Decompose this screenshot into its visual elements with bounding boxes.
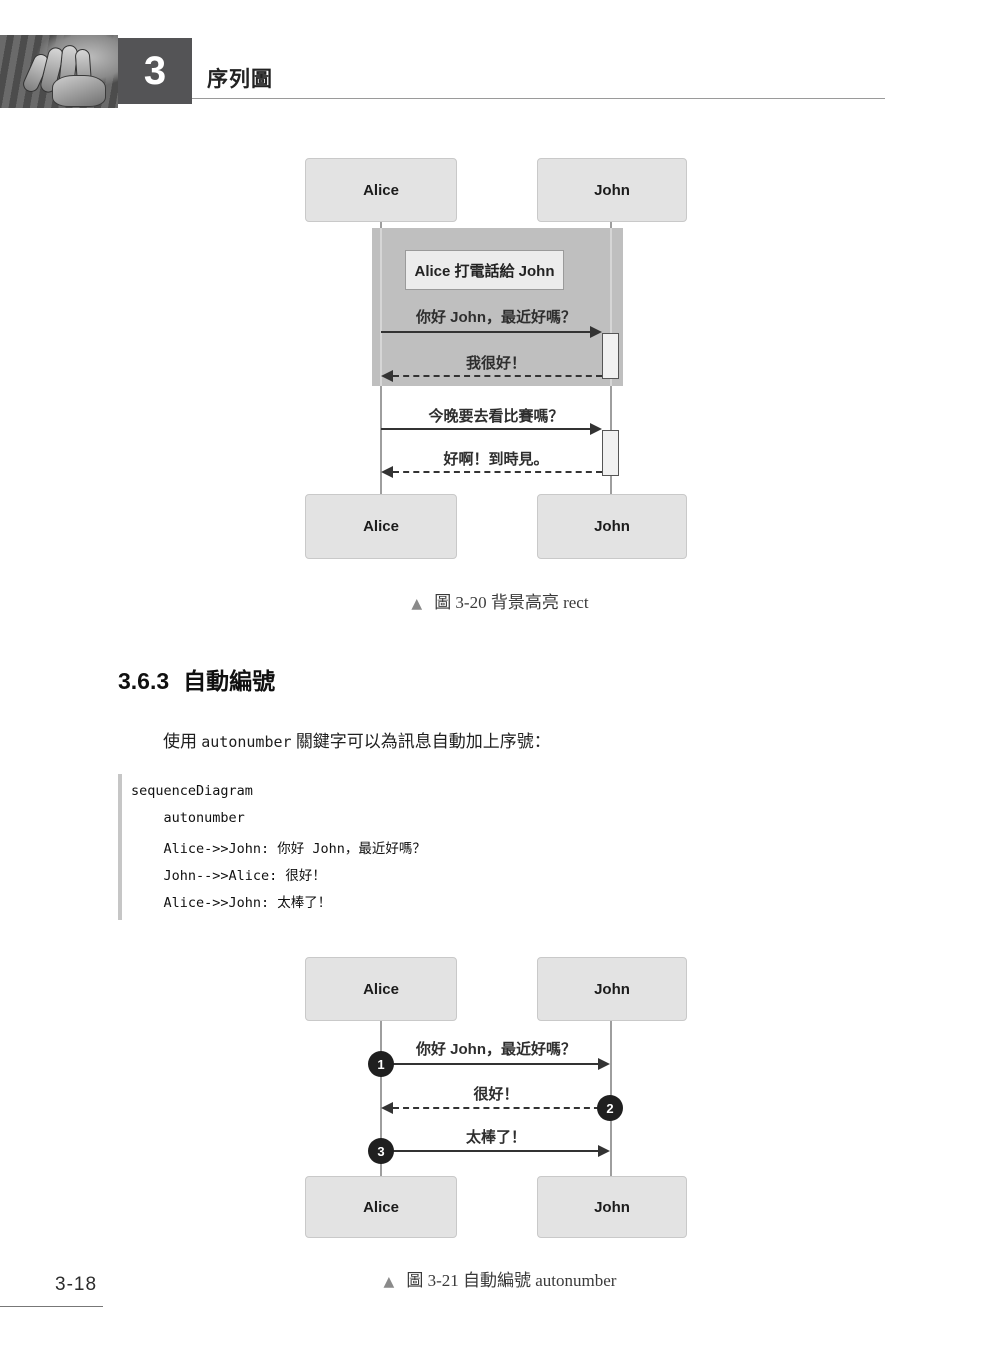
section-title: 自動編號: [183, 668, 276, 694]
message-arrow-dashed: [381, 370, 602, 382]
actor-box-alice-top: Alice: [305, 957, 457, 1021]
intro-keyword: autonumber: [201, 733, 292, 751]
caption-triangle-icon: ▲: [383, 1274, 395, 1290]
figure-caption: ▲ 圖 3-20 背景高亮 rect: [0, 588, 1000, 613]
autonumber-badge: 3: [368, 1138, 394, 1164]
figure-caption: ▲ 圖 3-21 自動編號 autonumber: [0, 1266, 1000, 1291]
robot-palm-icon: [52, 75, 106, 107]
caption-text: 圖 3-21 自動編號 autonumber: [406, 1271, 617, 1290]
actor-label: Alice: [363, 518, 399, 535]
intro-text: 關鍵字可以為訊息自動加上序號：: [291, 732, 551, 751]
chapter-header-photo: [0, 35, 118, 108]
message-label: 你好 John，最近好嗎？: [416, 309, 576, 326]
actor-label: John: [594, 980, 630, 998]
code-line: John-->>Alice: 很好！: [131, 868, 326, 884]
message-label: 太棒了！: [465, 1129, 526, 1146]
activation-bar: [602, 430, 619, 476]
header-rule: [192, 98, 885, 99]
actor-box-alice-top: Alice: [305, 158, 457, 222]
page-number: 3-18: [55, 1274, 98, 1295]
autonumber-badge: 1: [368, 1051, 394, 1077]
section-intro: 使用 autonumber 關鍵字可以為訊息自動加上序號：: [163, 727, 551, 752]
message-label: 很好！: [473, 1086, 519, 1103]
message-arrow-solid: [381, 423, 602, 435]
arrowhead-left-icon: [381, 466, 393, 478]
actor-label: John: [594, 1198, 630, 1216]
arrowhead-right-icon: [590, 423, 602, 435]
section-heading: 3.6.3 自動編號: [118, 662, 275, 696]
actor-box-john-top: John: [537, 158, 687, 222]
actor-box-alice-bottom: Alice: [305, 494, 457, 559]
message-arrow-solid: [381, 326, 602, 338]
message-arrow-solid: [381, 1058, 610, 1070]
message-arrow-dashed: [381, 466, 602, 478]
actor-box-alice-bottom: Alice: [305, 1176, 457, 1238]
actor-label: Alice: [363, 1198, 399, 1216]
message-label: 我很好！: [465, 355, 526, 372]
footer-rule: [0, 1306, 103, 1307]
code-line: Alice->>John: 你好 John，最近好嗎？: [131, 841, 426, 857]
code-line: sequenceDiagram: [131, 783, 253, 799]
arrowhead-right-icon: [598, 1145, 610, 1157]
actor-box-john-top: John: [537, 957, 687, 1021]
message-arrow-dashed: [381, 1102, 610, 1114]
intro-text: 使用: [163, 732, 202, 751]
actor-label: Alice: [363, 980, 399, 998]
arrowhead-left-icon: [381, 370, 393, 382]
actor-label: John: [594, 518, 630, 535]
caption-text: 圖 3-20 背景高亮 rect: [434, 593, 589, 612]
actor-label: Alice: [363, 181, 399, 199]
activation-bar: [602, 333, 619, 379]
chapter-title: 序列圖: [207, 68, 273, 91]
lifeline-alice: [380, 1019, 382, 1177]
actor-box-john-bottom: John: [537, 1176, 687, 1238]
code-line: Alice->>John: 太棒了！: [131, 895, 332, 911]
caption-triangle-icon: ▲: [411, 596, 423, 612]
lifeline-alice-overlay: [380, 228, 382, 386]
chapter-number-box: 3: [118, 38, 192, 104]
code-block-bar: [118, 774, 122, 920]
lifeline-john-overlay: [610, 228, 612, 386]
note-box: Alice 打電話給 John: [405, 250, 564, 290]
actor-label: John: [594, 181, 630, 199]
message-label: 今晚要去看比賽嗎？: [428, 408, 564, 425]
code-line: autonumber: [131, 810, 245, 826]
actor-box-john-bottom: John: [537, 494, 687, 559]
message-label: 你好 John，最近好嗎？: [416, 1041, 576, 1058]
arrowhead-right-icon: [598, 1058, 610, 1070]
autonumber-badge: 2: [597, 1095, 623, 1121]
section-number: 3.6.3: [118, 668, 170, 694]
chapter-number: 3: [143, 48, 167, 93]
arrowhead-right-icon: [590, 326, 602, 338]
message-arrow-solid: [381, 1145, 610, 1157]
message-label: 好啊！到時見。: [443, 451, 549, 468]
arrowhead-left-icon: [381, 1102, 393, 1114]
